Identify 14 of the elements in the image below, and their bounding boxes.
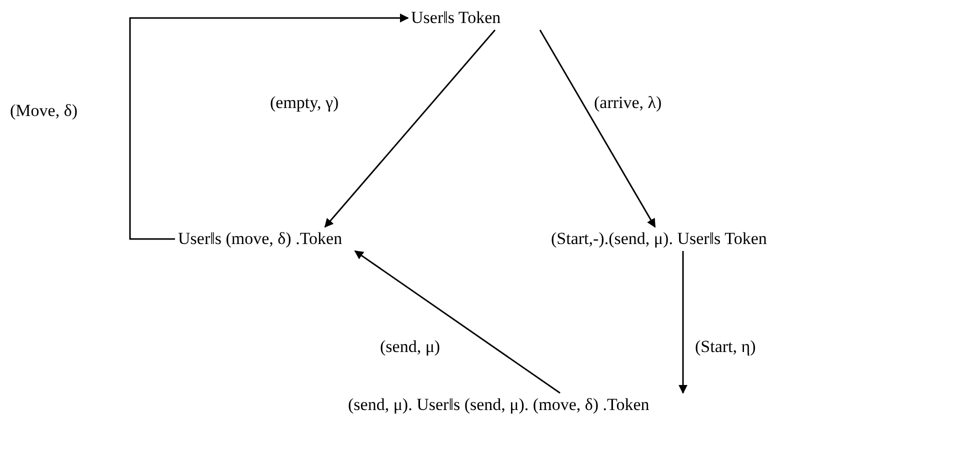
edge-label: (Start, η) — [693, 338, 758, 356]
state-text: (Start,-).(send, μ). User‖s Token — [548, 227, 770, 251]
state-text: (send, μ). User‖s (send, μ). (move, δ) .Token — [345, 393, 652, 417]
arrow — [354, 250, 560, 394]
arrow — [539, 30, 656, 228]
edge-label: (arrive, λ) — [592, 94, 664, 112]
arrow — [678, 251, 688, 394]
state-text: User‖s Token — [408, 6, 504, 30]
state-text: User‖s (move, δ) .Token — [175, 227, 346, 251]
edge-label: (Move, δ) — [8, 102, 80, 120]
arrow — [324, 30, 496, 228]
edge-label: (send, μ) — [378, 338, 442, 356]
edge-label: (empty, γ) — [268, 94, 341, 112]
arrow — [129, 14, 409, 240]
